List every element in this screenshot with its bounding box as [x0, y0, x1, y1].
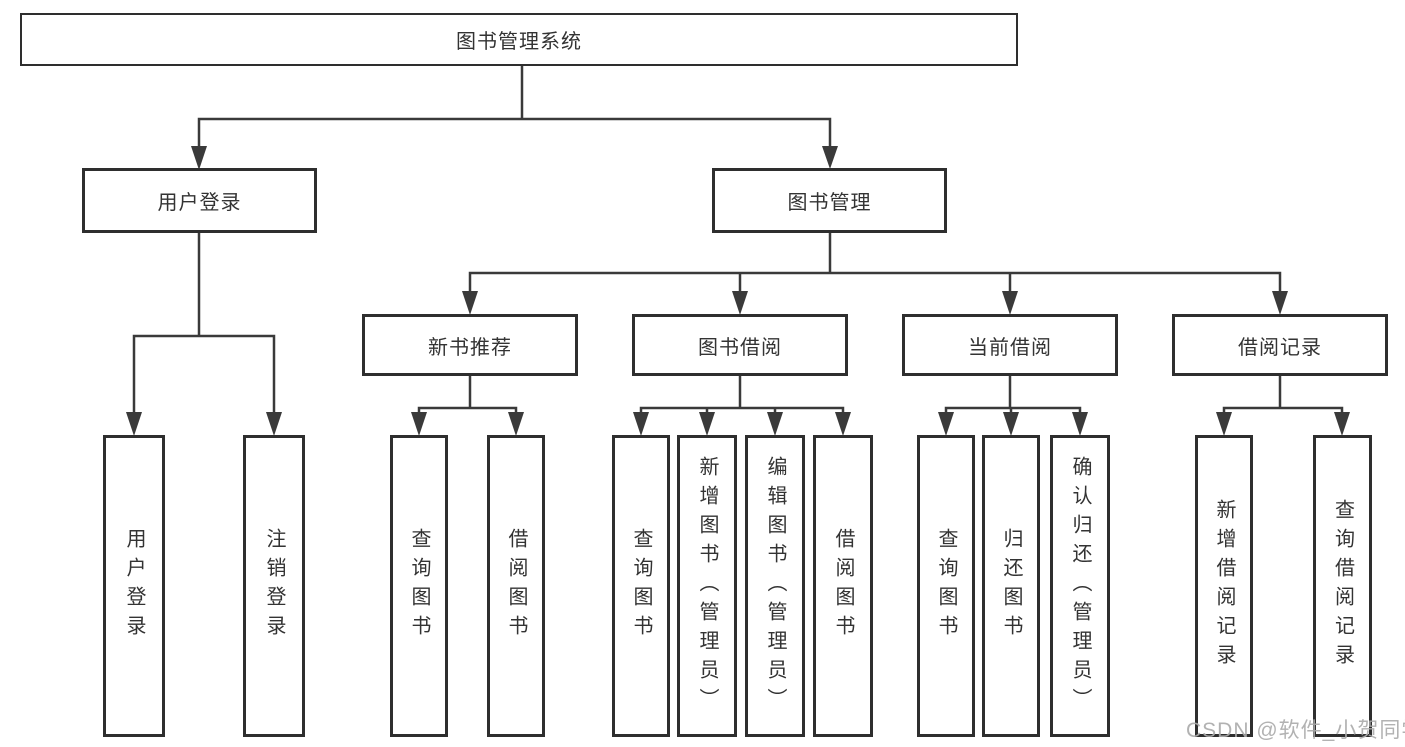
node-book-borrow: 图书借阅	[632, 314, 848, 376]
edge-borrow-rail	[639, 406, 845, 416]
leaf-records-query-record: 查询借阅记录	[1313, 435, 1372, 737]
leaf-user-login: 用户登录	[103, 435, 165, 737]
arrowhead	[732, 291, 748, 315]
leaf-logout: 注销登录	[243, 435, 305, 737]
arrowhead	[822, 146, 838, 169]
arrowhead	[835, 412, 851, 436]
leaf-current-query-book: 查询图书	[917, 435, 975, 737]
node-user-login: 用户登录	[82, 168, 317, 233]
leaf-recommend-query-book: 查询图书	[390, 435, 448, 737]
node-book-management: 图书管理	[712, 168, 947, 233]
leaf-borrow-edit-book: 编辑图书（管理员）	[745, 435, 805, 737]
csdn-watermark: CSDN @软件_小贺同学	[1186, 719, 1405, 742]
arrowhead	[191, 146, 207, 170]
arrowhead	[767, 412, 783, 436]
leaf-borrow-borrow-book: 借阅图书	[813, 435, 873, 737]
node-borrow-records: 借阅记录	[1172, 314, 1388, 376]
arrowhead	[1002, 291, 1018, 315]
node-library-system: 图书管理系统	[20, 13, 1018, 66]
node-new-book-recommend: 新书推荐	[362, 314, 578, 376]
arrowhead	[126, 412, 142, 436]
leaf-records-add-record: 新增借阅记录	[1195, 435, 1253, 737]
arrowhead	[462, 291, 478, 315]
edge-bookmgmt-rail	[468, 271, 1282, 295]
arrowhead	[508, 412, 524, 436]
arrowhead	[1272, 291, 1288, 315]
leaf-borrow-add-book: 新增图书（管理员）	[677, 435, 737, 737]
arrowhead	[1334, 412, 1350, 436]
leaf-borrow-query-book: 查询图书	[612, 435, 670, 737]
leaf-current-confirm-return: 确认归还（管理员）	[1050, 435, 1110, 737]
arrowhead	[266, 412, 282, 436]
leaf-current-return-book: 归还图书	[982, 435, 1040, 737]
edge-userlogin-rail	[132, 334, 276, 416]
arrowhead	[633, 412, 649, 436]
node-current-borrow: 当前借阅	[902, 314, 1118, 376]
edge-root-rail	[197, 117, 832, 150]
arrowhead	[411, 412, 427, 436]
arrowhead	[938, 412, 954, 436]
arrowhead	[1003, 412, 1019, 436]
edge-recommend-rail	[417, 406, 518, 416]
edge-records-rail	[1222, 406, 1344, 416]
arrowhead	[699, 412, 715, 436]
arrowhead	[1216, 412, 1232, 436]
leaf-recommend-borrow-book: 借阅图书	[487, 435, 545, 737]
arrowhead	[1072, 412, 1088, 436]
